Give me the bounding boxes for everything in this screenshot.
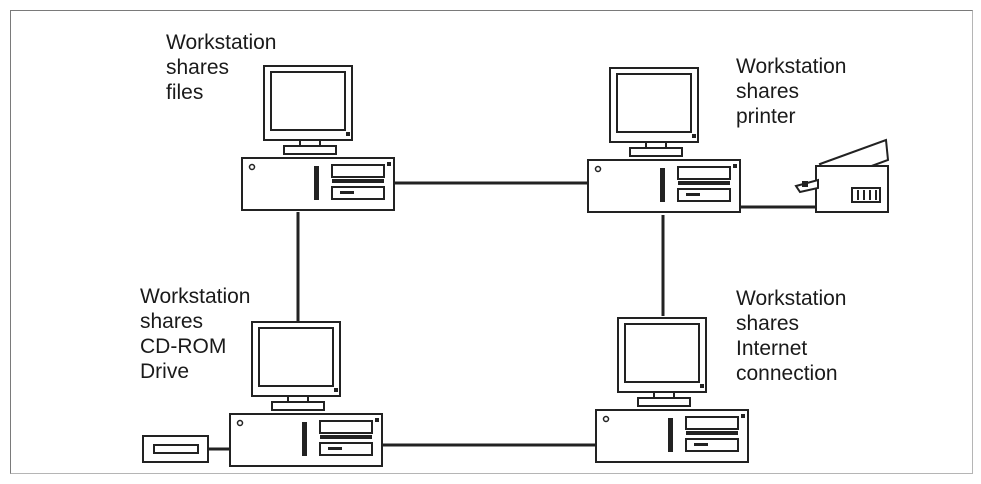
label-workstation-printer: Workstation shares printer bbox=[736, 54, 847, 129]
cd-rom-drive-icon bbox=[143, 436, 208, 462]
printer-icon bbox=[796, 140, 888, 212]
workstation-cdrom-computer bbox=[230, 322, 382, 466]
workstation-internet-computer bbox=[596, 318, 748, 462]
workstation-printer-computer bbox=[588, 68, 740, 212]
label-workstation-cdrom: Workstation shares CD-ROM Drive bbox=[140, 284, 251, 384]
label-workstation-files: Workstation shares files bbox=[166, 30, 277, 105]
label-workstation-internet: Workstation shares Internet connection bbox=[736, 286, 847, 386]
